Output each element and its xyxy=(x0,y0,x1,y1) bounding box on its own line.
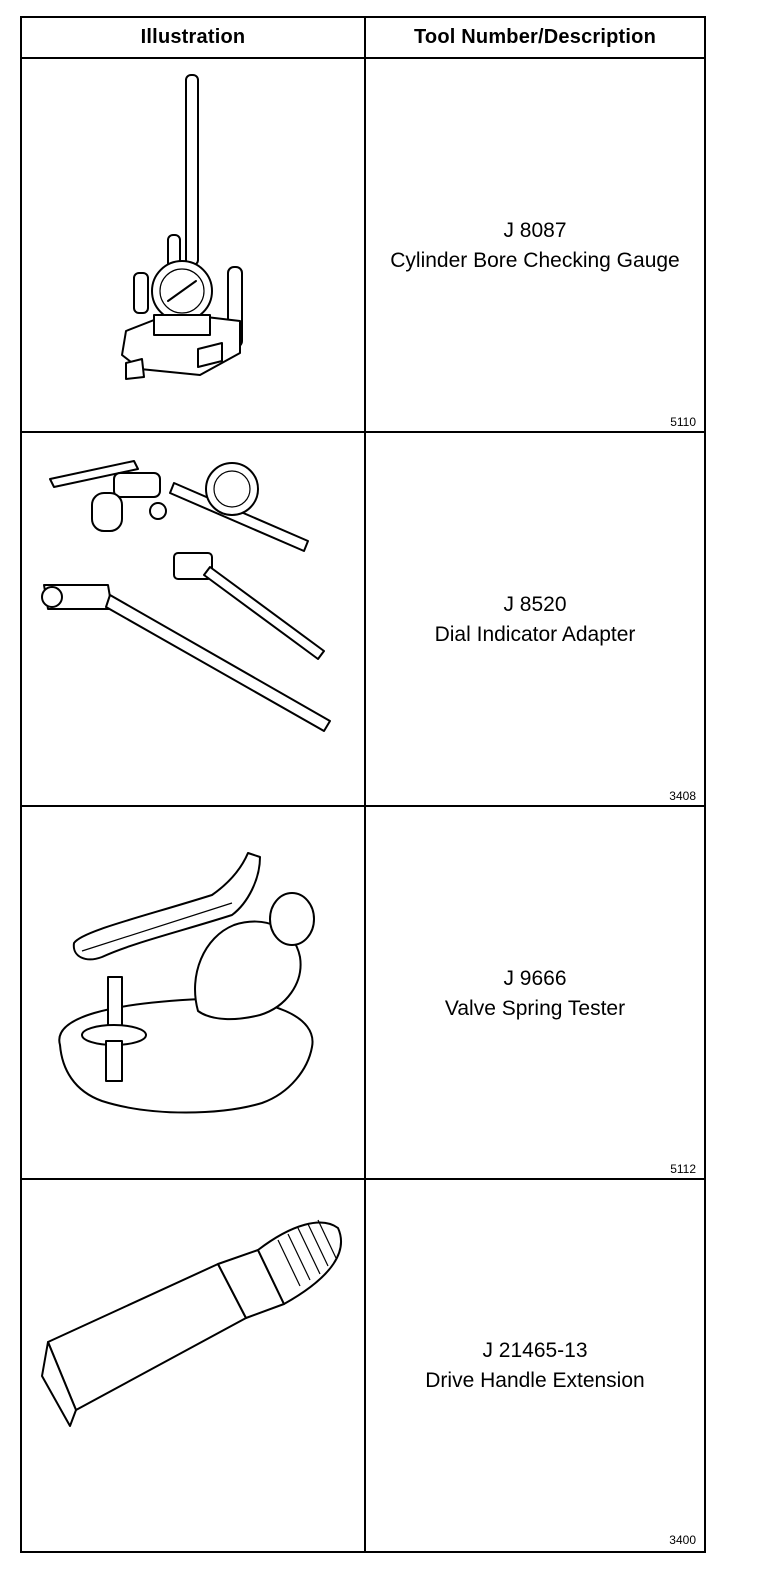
tool-number: J 8087 xyxy=(503,219,567,242)
tool-description: Cylinder Bore Checking Gauge xyxy=(390,249,680,272)
description-cell: J 9666 Valve Spring Tester xyxy=(366,807,704,1180)
table-header: Illustration Tool Number/Description xyxy=(22,18,704,59)
header-tool-description: Tool Number/Description xyxy=(413,26,657,48)
column-divider xyxy=(364,18,366,59)
row-divider xyxy=(22,431,704,433)
valve-spring-tester-icon xyxy=(58,852,315,1114)
figure-number: 3408 xyxy=(669,789,696,803)
illustration-cell xyxy=(22,1180,364,1551)
illustration-cell xyxy=(22,59,364,433)
figure-number: 5112 xyxy=(670,1162,696,1176)
description-cell: J 8520 Dial Indicator Adapter xyxy=(366,433,704,807)
row-divider xyxy=(22,1178,704,1180)
table-row: J 8087 Cylinder Bore Checking Gauge 5110 xyxy=(22,59,704,433)
table-row: J 9666 Valve Spring Tester 5112 xyxy=(22,807,704,1180)
figure-number: 3400 xyxy=(669,1533,696,1547)
header-illustration: Illustration xyxy=(140,26,246,48)
illustration-cell xyxy=(22,433,364,807)
tool-number: J 9666 xyxy=(503,966,567,990)
tool-description: Valve Spring Tester xyxy=(444,996,626,1020)
column-divider xyxy=(364,1180,366,1551)
tool-number: J 8520 xyxy=(503,593,567,616)
drive-handle-extension-icon xyxy=(41,1219,343,1427)
tool-table: Illustration Tool Number/Description J 8… xyxy=(20,16,706,1553)
table-row: J 21465-13 Drive Handle Extension 3400 xyxy=(22,1180,704,1551)
tool-number: J 21465-13 xyxy=(482,1338,588,1362)
tool-description: Drive Handle Extension xyxy=(425,1368,645,1392)
description-cell: J 21465-13 Drive Handle Extension xyxy=(366,1180,704,1551)
table-row: J 8520 Dial Indicator Adapter 3408 xyxy=(22,433,704,807)
tool-description: Dial Indicator Adapter xyxy=(434,623,636,646)
illustration-cell xyxy=(22,807,364,1180)
column-divider xyxy=(364,59,366,433)
column-divider xyxy=(364,807,366,1180)
cylinder-bore-gauge-icon xyxy=(121,74,243,380)
dial-indicator-adapter-icon xyxy=(41,460,331,732)
row-divider xyxy=(22,805,704,807)
description-cell: J 8087 Cylinder Bore Checking Gauge xyxy=(366,59,704,433)
figure-number: 5110 xyxy=(670,415,696,429)
column-divider xyxy=(364,433,366,807)
